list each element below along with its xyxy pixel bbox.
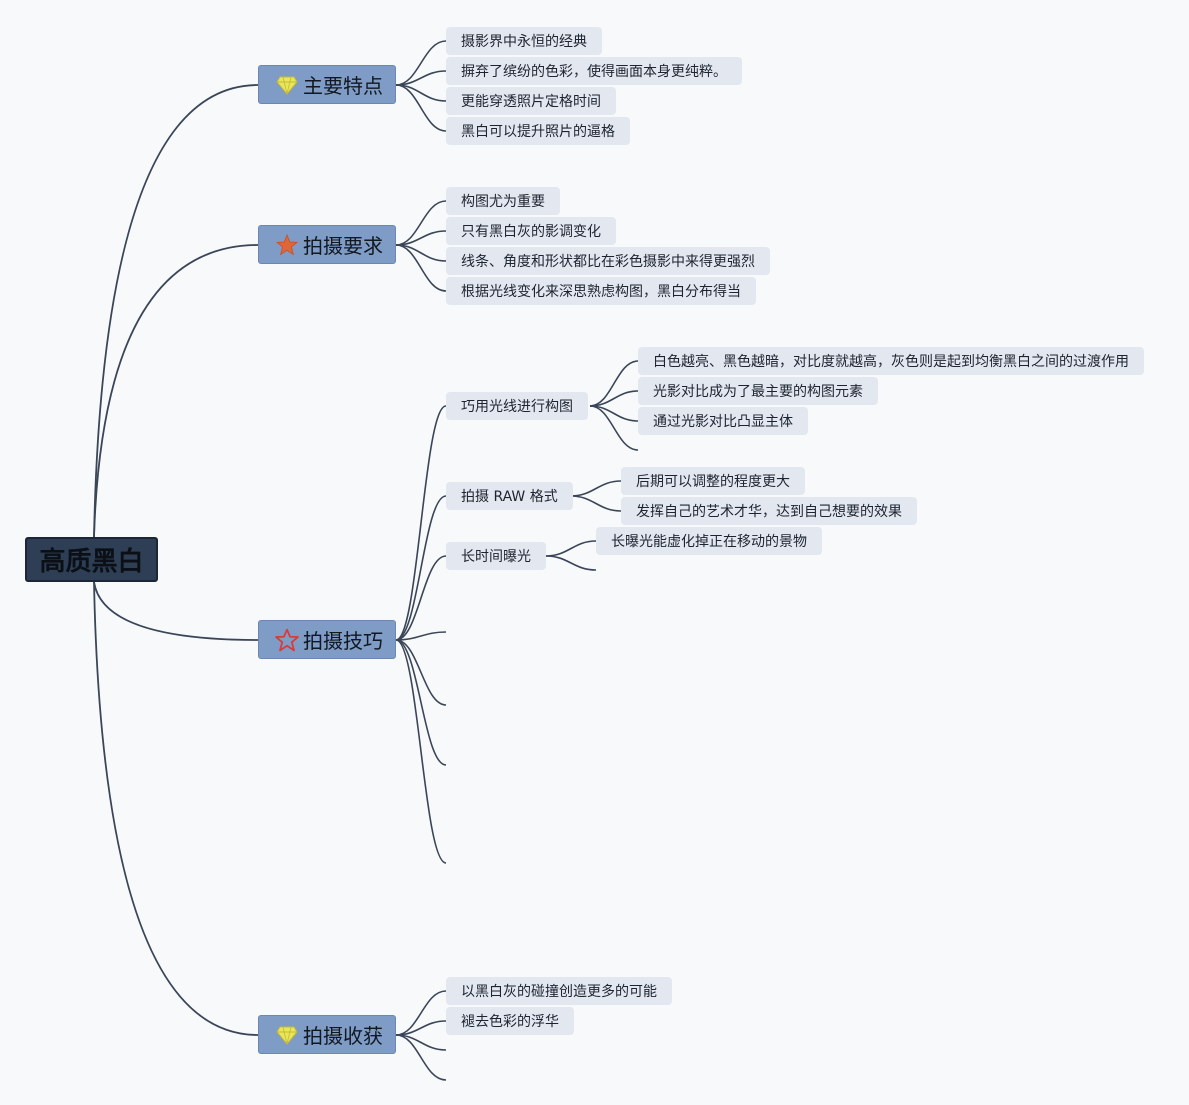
subtopic[interactable]: 长时间曝光 xyxy=(446,542,546,570)
subtopic[interactable]: 拍摄 RAW 格式 xyxy=(446,482,573,510)
topic-item[interactable]: 长曝光能虚化掉正在移动的景物 xyxy=(596,527,822,555)
branch-link xyxy=(395,40,447,86)
branch-link xyxy=(395,495,447,641)
branch-link xyxy=(570,495,622,512)
root-link xyxy=(93,581,259,641)
topic-item[interactable]: 摄影界中永恒的经典 xyxy=(446,27,602,55)
branch-link xyxy=(395,200,447,246)
subtopic[interactable]: 巧用光线进行构图 xyxy=(446,392,588,420)
root-link xyxy=(93,244,259,538)
star-outline-icon xyxy=(275,628,299,652)
topic-item[interactable]: 只有黑白灰的影调变化 xyxy=(446,217,616,245)
branch-link xyxy=(395,244,447,292)
branch-link xyxy=(395,639,447,864)
branch-shooting-gains[interactable]: 拍摄收获 xyxy=(258,1015,396,1054)
topic-item[interactable]: 发挥自己的艺术才华，达到自己想要的效果 xyxy=(621,497,917,525)
branch-link xyxy=(395,84,447,132)
branch-link xyxy=(570,480,622,497)
branch-link xyxy=(395,639,447,706)
branch-link xyxy=(395,1034,447,1081)
branch-main-features[interactable]: 主要特点 xyxy=(258,65,396,104)
branch-link xyxy=(589,405,639,451)
diamond-icon xyxy=(275,73,299,97)
branch-label: 拍摄收获 xyxy=(303,1024,383,1048)
topic-item[interactable]: 后期可以调整的程度更大 xyxy=(621,467,805,495)
topic-item[interactable]: 以黑白灰的碰撞创造更多的可能 xyxy=(446,977,672,1005)
topic-item[interactable]: 摒弃了缤纷的色彩，使得画面本身更纯粹。 xyxy=(446,57,742,85)
branch-link xyxy=(589,360,639,407)
topic-item[interactable]: 通过光影对比凸显主体 xyxy=(638,407,808,435)
branch-link xyxy=(545,555,597,571)
topic-item[interactable]: 白色越亮、黑色越暗，对比度就越高，灰色则是起到均衡黑白之间的过渡作用 xyxy=(638,347,1144,375)
branch-link xyxy=(395,631,447,641)
root-topic[interactable]: 高质黑白 xyxy=(25,537,158,582)
branch-shooting-requirements[interactable]: 拍摄要求 xyxy=(258,225,396,264)
branch-label: 拍摄技巧 xyxy=(303,629,383,653)
branch-link xyxy=(395,555,447,641)
topic-item[interactable]: 光影对比成为了最主要的构图元素 xyxy=(638,377,878,405)
diamond-icon xyxy=(275,1023,299,1047)
branch-link xyxy=(395,639,447,766)
topic-item[interactable]: 褪去色彩的浮华 xyxy=(446,1007,574,1035)
branch-shooting-techniques[interactable]: 拍摄技巧 xyxy=(258,620,396,659)
topic-item[interactable]: 更能穿透照片定格时间 xyxy=(446,87,616,115)
star-filled-icon xyxy=(275,233,299,257)
topic-item[interactable]: 根据光线变化来深思熟虑构图，黑白分布得当 xyxy=(446,277,756,305)
topic-item[interactable]: 构图尤为重要 xyxy=(446,187,560,215)
root-link xyxy=(93,581,259,1036)
topic-item[interactable]: 线条、角度和形状都比在彩色摄影中来得更强烈 xyxy=(446,247,770,275)
branch-label: 主要特点 xyxy=(303,74,383,98)
branch-label: 拍摄要求 xyxy=(303,234,383,258)
branch-link xyxy=(545,540,597,557)
topic-item[interactable]: 黑白可以提升照片的逼格 xyxy=(446,117,630,145)
branch-link xyxy=(395,405,447,641)
branch-link xyxy=(395,990,447,1036)
root-link xyxy=(93,84,259,538)
